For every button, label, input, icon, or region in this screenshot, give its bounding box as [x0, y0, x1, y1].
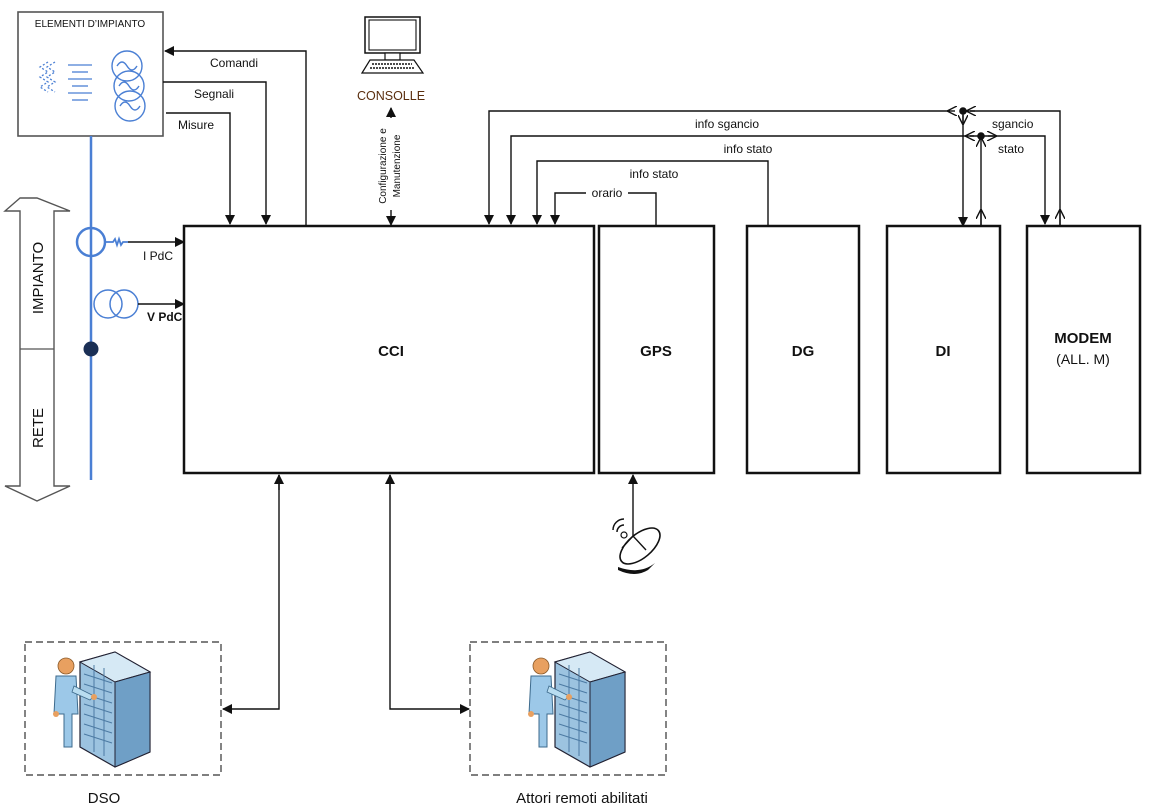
voltage-transformer-icon — [93, 289, 139, 319]
info-stato-gps-label: info stato — [630, 167, 679, 181]
info-stato-dg-connector — [532, 160, 769, 226]
config-label-line1: Configurazione e — [378, 128, 389, 204]
config-label-line2: Manutenzione — [392, 134, 403, 197]
electrical-line — [75, 136, 139, 480]
orario-label: orario — [592, 186, 623, 200]
info-sgancio-label: info sgancio — [695, 117, 759, 131]
segnali-label: Segnali — [194, 87, 234, 101]
operator-server-icon — [528, 651, 627, 768]
gps-label: GPS — [640, 343, 672, 360]
di-label: DI — [936, 343, 951, 360]
i-pdc-label: I PdC — [143, 249, 173, 263]
dso-label: DSO — [88, 790, 121, 807]
current-transformer-icon — [75, 226, 128, 258]
block-dg: DG — [745, 224, 861, 475]
info-stato-dg-label: info stato — [724, 142, 773, 156]
actor-remote: Attori remoti abilitati — [469, 641, 667, 807]
comandi-label: Comandi — [210, 56, 258, 70]
misure-connector — [166, 112, 235, 225]
filter-bars-icon — [68, 64, 92, 101]
remote-actors-label: Attori remoti abilitati — [516, 790, 648, 807]
dg-label: DG — [792, 343, 815, 360]
cci-label: CCI — [378, 343, 404, 360]
dso-connector — [222, 475, 280, 714]
impianto-label: IMPIANTO — [30, 242, 47, 314]
satellite-dish-icon — [612, 518, 661, 574]
block-modem: MODEM (ALL. M) — [1025, 224, 1142, 475]
plant-elements-title: ELEMENTI D’IMPIANTO — [35, 19, 146, 30]
remote-connector — [389, 475, 470, 714]
impianto-rete-arrow: IMPIANTO RETE — [3, 197, 71, 502]
comandi-connector — [164, 46, 307, 226]
generator-icon — [111, 50, 146, 122]
connection-node — [83, 341, 99, 357]
block-di: DI — [885, 224, 1002, 475]
wind-icon — [38, 61, 57, 93]
modem-sublabel: (ALL. M) — [1056, 351, 1110, 367]
v-pdc-label: V PdC — [147, 310, 183, 324]
block-gps: GPS — [597, 224, 716, 475]
misure-label: Misure — [178, 118, 214, 132]
actor-dso: DSO — [24, 641, 222, 807]
operator-server-icon — [53, 651, 152, 768]
modem-label: MODEM — [1054, 330, 1112, 347]
block-cci: CCI — [182, 224, 596, 475]
console-icon — [360, 16, 425, 74]
rete-label: RETE — [30, 408, 47, 448]
stato-label: stato — [998, 142, 1024, 156]
sgancio-label: sgancio — [992, 117, 1034, 131]
info-stato-di-connector — [506, 135, 968, 225]
segnali-connector — [163, 81, 271, 225]
console-label: CONSOLLE — [357, 89, 425, 103]
info-sgancio-connector — [484, 110, 950, 225]
sgancio-connector — [970, 110, 1061, 226]
plant-elements-box: ELEMENTI D’IMPIANTO — [17, 11, 164, 137]
